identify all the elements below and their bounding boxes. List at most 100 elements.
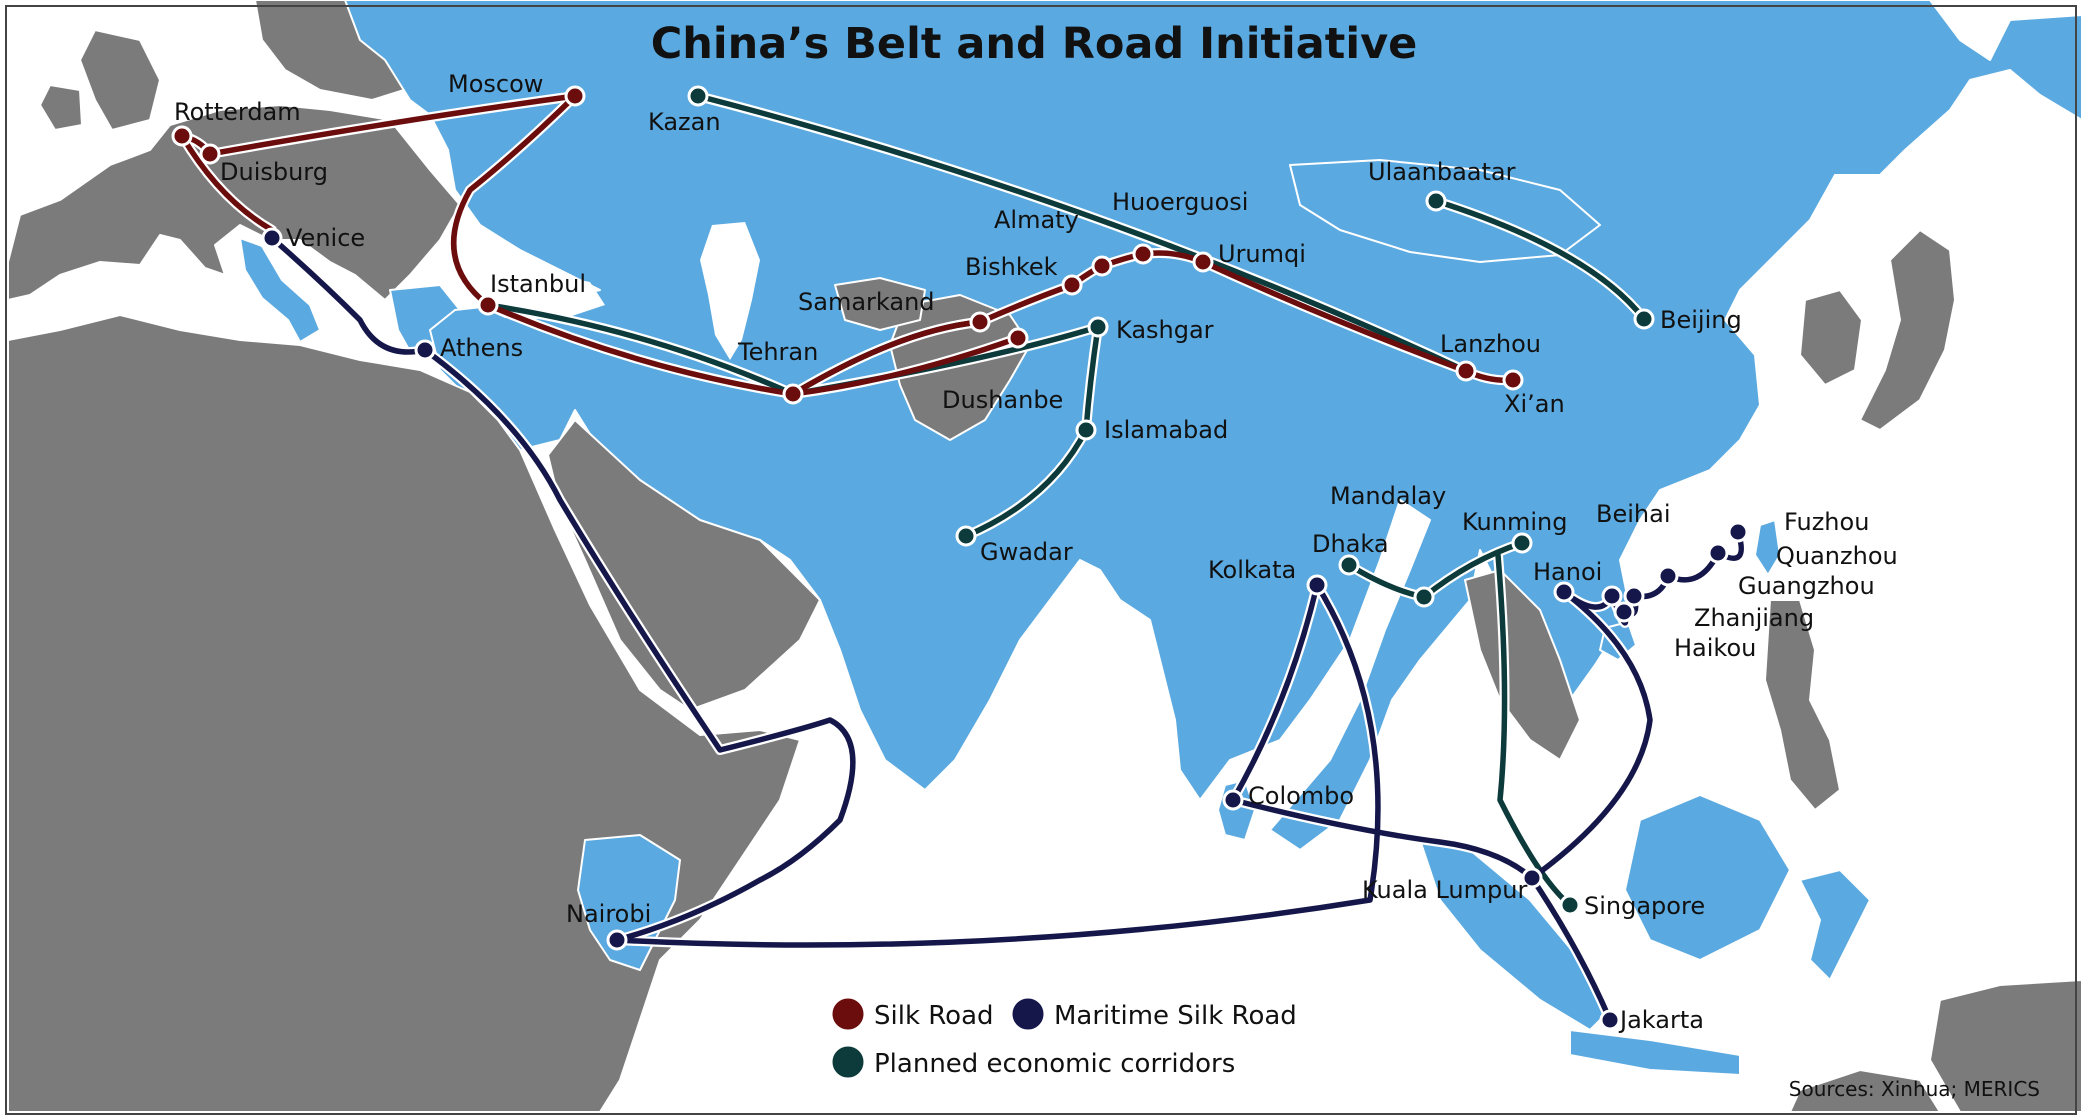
city-zhanjiang: Zhanjiang — [1623, 585, 1814, 632]
city-label: Tehran — [737, 338, 818, 366]
city-moscow: Moscow — [448, 70, 586, 107]
city-label: Colombo — [1248, 782, 1354, 810]
city-islamabad: Islamabad — [1075, 416, 1228, 444]
route-silk — [450, 93, 578, 308]
city-jakarta: Jakarta — [1599, 1006, 1704, 1034]
city-label: Kolkata — [1208, 556, 1296, 584]
city-label: Dushanbe — [942, 386, 1063, 414]
city-label: Bishkek — [965, 253, 1058, 281]
city-singapore: Singapore — [1559, 892, 1705, 920]
city-marker — [261, 227, 283, 249]
route-maritime — [422, 347, 856, 943]
city-label: Zhanjiang — [1694, 604, 1814, 632]
city-marker — [955, 525, 977, 547]
city-label: Istanbul — [490, 270, 586, 298]
city-marker — [1192, 251, 1214, 273]
route-silk — [790, 319, 983, 397]
city-almaty: Almaty — [994, 206, 1113, 277]
map-frame — [5, 5, 2077, 1115]
city-fuzhou: Fuzhou — [1727, 508, 1869, 543]
city-label: Huoerguosi — [1112, 188, 1248, 216]
city-tehran: Tehran — [737, 338, 818, 405]
city-rotterdam: Rotterdam — [171, 98, 301, 147]
route-maritime — [614, 582, 1381, 948]
city-marker — [969, 311, 991, 333]
region-sulawesi — [1799, 869, 1871, 981]
city-label: Quanzhou — [1776, 542, 1898, 570]
city-label: Venice — [286, 224, 365, 252]
city-marker — [1553, 581, 1575, 603]
city-marker — [1075, 419, 1097, 441]
city-label: Hanoi — [1533, 558, 1602, 586]
city-label: Xi’an — [1504, 390, 1565, 418]
city-label: Almaty — [994, 206, 1079, 234]
city-label: Lanzhou — [1440, 330, 1541, 358]
city-label: Kazan — [648, 108, 721, 136]
city-marker — [1707, 542, 1729, 564]
city-quanzhou: Quanzhou — [1707, 542, 1898, 570]
city-kunming: Kunming — [1462, 508, 1567, 554]
city-marker — [1623, 585, 1645, 607]
city-marker — [1455, 360, 1477, 382]
city-label: Haikou — [1674, 634, 1756, 662]
city-ulaanbaatar: Ulaanbaatar — [1368, 158, 1516, 212]
region-italy — [239, 237, 321, 343]
region-australia — [1789, 1069, 1941, 1113]
city-marker — [1007, 327, 1029, 349]
city-label: Kashgar — [1116, 316, 1214, 344]
route-corridor — [1495, 552, 1573, 908]
city-xi-an: Xi’an — [1502, 369, 1565, 418]
city-duisburg: Duisburg — [199, 143, 328, 186]
city-venice: Venice — [261, 224, 365, 252]
city-marker — [564, 85, 586, 107]
region-new-guinea — [1929, 979, 2082, 1113]
city-mandalay: Mandalay — [1330, 482, 1446, 608]
city-kuala-lumpur: Kuala Lumpur — [1362, 867, 1543, 904]
route-corridor — [695, 93, 1469, 374]
city-marker — [1425, 190, 1447, 212]
region-central-asia-gray — [834, 277, 926, 331]
route-corridor — [485, 302, 796, 397]
caspian-sea — [700, 222, 760, 360]
city-marker — [1521, 867, 1543, 889]
legend-label-silk-road: Silk Road — [874, 1001, 994, 1031]
legend-label-maritime-silk-road: Maritime Silk Road — [1054, 1001, 1297, 1031]
route-corridor — [1083, 324, 1101, 433]
city-marker — [477, 294, 499, 316]
region-kenya — [577, 834, 681, 971]
route-silk — [790, 335, 1021, 397]
city-label: Duisburg — [220, 158, 328, 186]
city-label: Fuzhou — [1784, 508, 1869, 536]
legend-swatch-planned-corridors — [829, 1043, 867, 1081]
route-maritime — [1529, 589, 1653, 881]
city-label: Dhaka — [1312, 530, 1389, 558]
region-borneo — [1624, 794, 1791, 961]
city-marker — [1657, 565, 1679, 587]
legend-swatch-silk-road — [829, 995, 867, 1033]
city-marker — [1132, 243, 1154, 265]
city-marker — [1599, 1009, 1621, 1031]
city-colombo: Colombo — [1222, 782, 1354, 811]
city-dushanbe: Dushanbe — [942, 327, 1063, 414]
city-kashgar: Kashgar — [1087, 316, 1214, 344]
city-samarkand: Samarkand — [798, 288, 991, 333]
city-marker — [782, 383, 804, 405]
route-maritime — [1529, 875, 1613, 1023]
city-marker — [1338, 554, 1360, 576]
city-hanoi: Hanoi — [1533, 558, 1602, 603]
routes-layer — [177, 91, 1747, 1025]
city-marker — [199, 143, 221, 165]
city-athens: Athens — [414, 334, 523, 362]
city-label: Samarkand — [798, 288, 935, 316]
city-label: Ulaanbaatar — [1368, 158, 1516, 186]
city-marker — [1727, 521, 1749, 543]
city-label: Moscow — [448, 70, 543, 98]
city-lanzhou: Lanzhou — [1440, 330, 1541, 382]
page-title: China’s Belt and Road Initiative — [651, 19, 1418, 69]
city-label: Nairobi — [566, 900, 651, 928]
city-marker — [687, 85, 709, 107]
legend: Silk Road Maritime Silk Road Planned eco… — [829, 995, 1297, 1081]
city-marker — [1087, 316, 1109, 338]
city-marker — [1413, 586, 1435, 608]
